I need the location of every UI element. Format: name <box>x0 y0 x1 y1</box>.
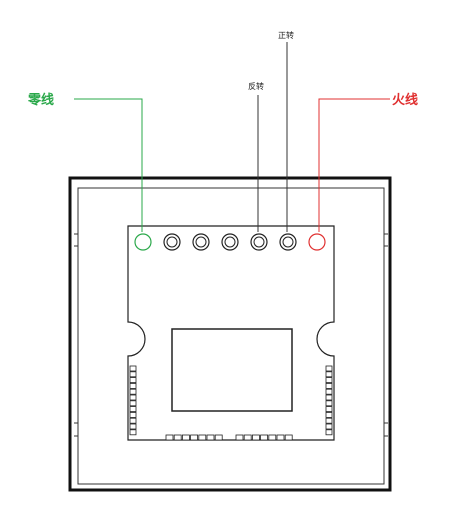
header-pin <box>129 417 137 424</box>
terminal-outer-ring <box>163 233 181 251</box>
terminal-plain <box>221 233 239 251</box>
header-pin <box>325 365 333 372</box>
terminal-outer-ring <box>221 233 239 251</box>
terminal-reverse <box>250 233 268 251</box>
bottom-pin <box>206 434 215 441</box>
display-window <box>171 328 293 412</box>
terminal-row <box>134 233 326 251</box>
bottom-pin <box>251 434 260 441</box>
bottom-pin <box>198 434 207 441</box>
terminal-outer-ring <box>279 233 297 251</box>
header-pin <box>129 423 137 430</box>
reverse-label: 反转 <box>248 81 264 91</box>
header-pin <box>129 406 137 413</box>
bottom-pin <box>173 434 182 441</box>
terminal-outer-ring <box>192 233 210 251</box>
terminal-inner-ring <box>166 236 178 248</box>
neutral-lead-line <box>74 98 143 232</box>
header-pin <box>129 411 137 418</box>
header-pin <box>129 394 137 401</box>
terminal-inner-ring <box>282 236 294 248</box>
terminal-inner-ring <box>195 236 207 248</box>
outer-plate <box>68 176 392 492</box>
bottom-pin <box>284 434 293 441</box>
terminal-inner-ring <box>224 236 236 248</box>
header-pin <box>129 382 137 389</box>
header-pin <box>325 417 333 424</box>
header-pin <box>325 423 333 430</box>
header-pin <box>129 365 137 372</box>
bottom-pin <box>276 434 285 441</box>
header-pin <box>325 411 333 418</box>
left-pin-header <box>129 365 137 436</box>
right-pin-header <box>325 365 333 436</box>
bottom-pin <box>181 434 190 441</box>
forward-label: 正转 <box>278 30 294 40</box>
terminal-live <box>308 233 326 251</box>
terminal-inner-ring <box>253 236 265 248</box>
bottom-pin <box>165 434 174 441</box>
header-pin <box>325 400 333 407</box>
header-pin <box>129 429 137 436</box>
terminal-outer-ring <box>250 233 268 251</box>
bottom-pin <box>260 434 269 441</box>
bottom-pin <box>268 434 277 441</box>
header-pin <box>325 382 333 389</box>
terminal-forward <box>279 233 297 251</box>
terminal-outer-ring <box>134 233 152 251</box>
live-label: 火线 <box>392 92 418 108</box>
live-lead-line <box>318 98 390 232</box>
circuit-board <box>127 225 335 441</box>
header-pin <box>325 371 333 378</box>
header-pin <box>129 377 137 384</box>
inner-plate <box>77 187 385 485</box>
header-pin <box>325 388 333 395</box>
bottom-connector-row <box>165 434 293 441</box>
bottom-pin <box>214 434 223 441</box>
header-pin <box>325 394 333 401</box>
header-pin <box>325 377 333 384</box>
header-pin <box>129 388 137 395</box>
header-pin <box>129 371 137 378</box>
header-pin <box>325 406 333 413</box>
neutral-label: 零线 <box>27 92 54 108</box>
bottom-pin <box>235 434 244 441</box>
terminal-outer-ring <box>308 233 326 251</box>
terminal-plain <box>192 233 210 251</box>
terminal-plain <box>163 233 181 251</box>
terminal-neutral <box>134 233 152 251</box>
header-pin <box>325 429 333 436</box>
bottom-pin <box>190 434 199 441</box>
header-pin <box>129 400 137 407</box>
bottom-pin <box>243 434 252 441</box>
